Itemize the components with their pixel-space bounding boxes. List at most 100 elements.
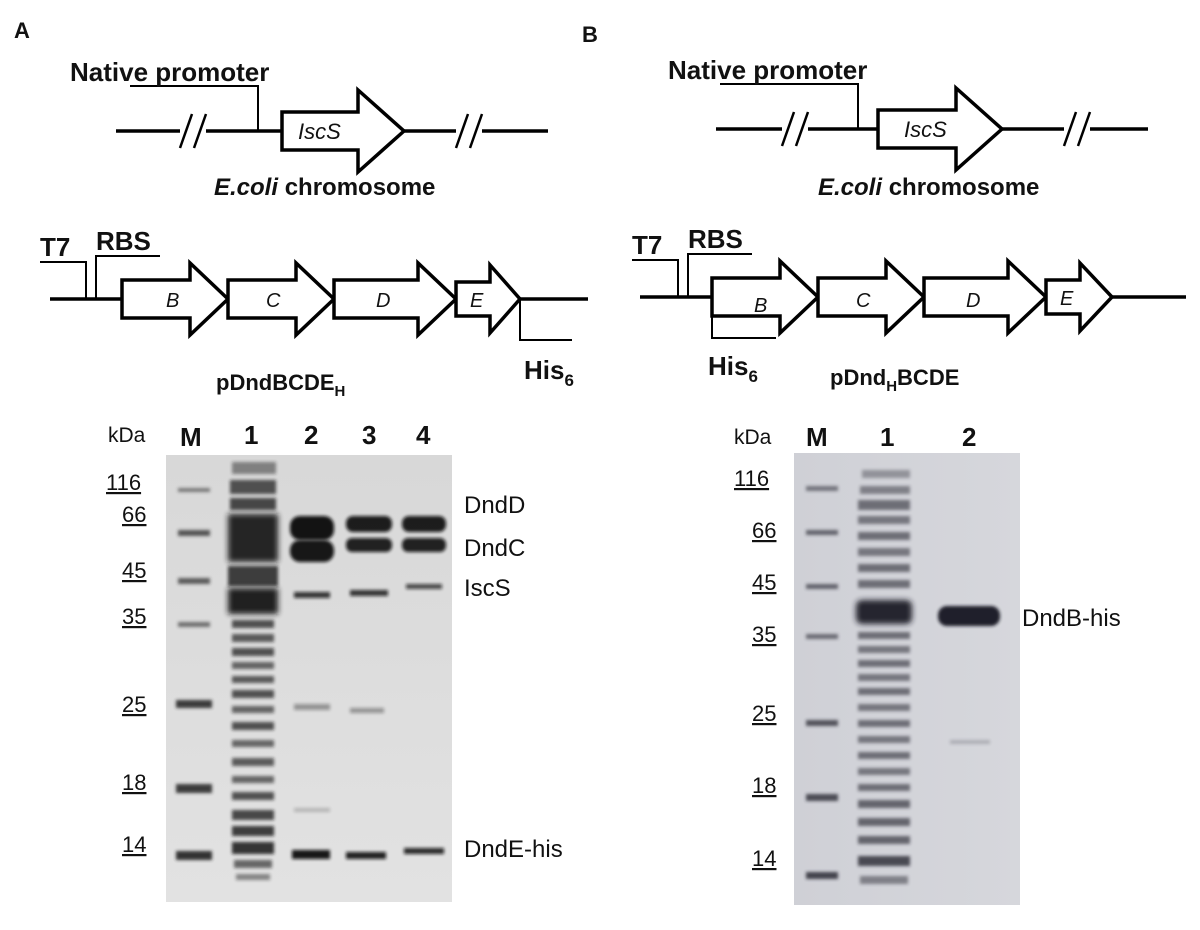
chromosome-caption: E.coli chromosome (214, 174, 435, 201)
gene-label-iscs: IscS (298, 119, 341, 144)
lysate-band (230, 498, 276, 510)
lysate-band (858, 660, 910, 667)
lysate-band (858, 564, 910, 572)
chromosome-diagram-b (716, 83, 1148, 174)
chromosome-caption: E.coli chromosome (818, 174, 1039, 201)
gene-label-d: D (966, 290, 980, 312)
band-label-dndc: DndC (464, 535, 525, 562)
kda-label: kDa (108, 424, 146, 447)
band-label-dndd: DndD (464, 492, 525, 519)
lysate-band (232, 776, 274, 783)
lysate-band (858, 688, 910, 695)
lysate-band (860, 486, 910, 494)
band-minor (294, 704, 330, 710)
promoter-arrow (720, 83, 859, 129)
break-mark (794, 111, 810, 147)
lysate-band (236, 874, 270, 880)
lane-3-a (346, 516, 392, 859)
lysate-band (232, 842, 274, 854)
gene-label-d: D (376, 290, 390, 312)
gene-label-iscs: IscS (904, 117, 947, 142)
lysate-band (858, 856, 910, 866)
band-labels-a: DndD DndC IscS DndE-his (464, 492, 563, 863)
lysate-band (232, 792, 274, 800)
gene-arrow-c (816, 256, 927, 338)
gene-arrow-d (922, 256, 1049, 338)
lysate-band (232, 620, 274, 628)
lysate-band (858, 720, 910, 727)
band-dnde-his (292, 850, 330, 859)
panel-b: B Native promoter IscS E.coli chromosome (582, 22, 1186, 905)
lysate-band (858, 800, 910, 808)
marker-labels-b: 116 66 45 35 25 18 14 (734, 466, 776, 871)
gene-arrow-e (1044, 258, 1115, 336)
lane-4-a (402, 516, 446, 854)
marker-band (176, 700, 212, 708)
lane-label-1: 1 (244, 420, 258, 450)
marker-band (806, 794, 838, 801)
lane-labels-a: M 1 2 3 4 (180, 420, 431, 452)
lane-1-a (228, 462, 278, 880)
lysate-band (228, 514, 278, 562)
band-dndd (290, 516, 334, 540)
marker-14: 14 (122, 832, 146, 857)
gene-label-b: B (166, 290, 179, 312)
lysate-band (858, 818, 910, 826)
marker-45: 45 (122, 558, 146, 583)
lane-m-a (176, 488, 212, 860)
kda-label: kDa (734, 426, 772, 449)
lysate-band (858, 836, 910, 844)
lane-label-2: 2 (962, 422, 976, 452)
panel-a-letter: A (14, 18, 30, 43)
lysate-band (232, 462, 276, 474)
gene-label-c: C (856, 290, 871, 312)
his-tag-mark (519, 299, 572, 341)
lane-label-3: 3 (362, 420, 376, 450)
lysate-band (232, 722, 274, 730)
lysate-band (858, 646, 910, 653)
t7-label: T7 (632, 230, 662, 260)
break-mark (1076, 111, 1092, 147)
band-label-dndb-his: DndB-his (1022, 605, 1121, 632)
band-dndd (402, 516, 446, 532)
lysate-band (858, 532, 910, 540)
marker-band (806, 584, 838, 589)
marker-band (806, 872, 838, 879)
lysate-band (858, 632, 910, 639)
band-dnde-his (346, 852, 386, 859)
band-dndc (346, 538, 392, 552)
marker-14: 14 (752, 846, 776, 871)
plasmid-diagram-a (40, 255, 588, 341)
marker-band (806, 720, 838, 726)
marker-25: 25 (122, 692, 146, 717)
lysate-band (228, 588, 278, 614)
plasmid-name: pDndHBCDE (830, 365, 959, 395)
gene-label-e: E (1060, 288, 1074, 310)
promoter-label: Native promoter (668, 55, 867, 85)
rbs-label: RBS (688, 224, 743, 254)
gene-arrow-b (710, 256, 821, 338)
break-mark (192, 113, 208, 149)
his6-label: His6 (524, 355, 574, 390)
band-dnde-his (404, 848, 444, 854)
lysate-band (858, 516, 910, 524)
marker-band (806, 634, 838, 639)
band-minor (350, 708, 384, 713)
lysate-band (232, 740, 274, 747)
marker-66: 66 (122, 502, 146, 527)
lane-1-b (856, 470, 912, 884)
panel-b-letter: B (582, 22, 598, 47)
lysate-band (234, 860, 272, 868)
gene-arrow-b (120, 258, 231, 340)
lysate-band (230, 480, 276, 494)
marker-band (178, 578, 210, 584)
lysate-band (232, 662, 274, 669)
band-dndc (402, 538, 446, 552)
marker-116: 116 (734, 466, 769, 491)
lysate-band-dndb (856, 600, 912, 624)
band-iscs (406, 584, 442, 589)
band-iscs (350, 590, 388, 596)
promoter-label: Native promoter (70, 57, 269, 87)
lysate-band (228, 566, 278, 586)
